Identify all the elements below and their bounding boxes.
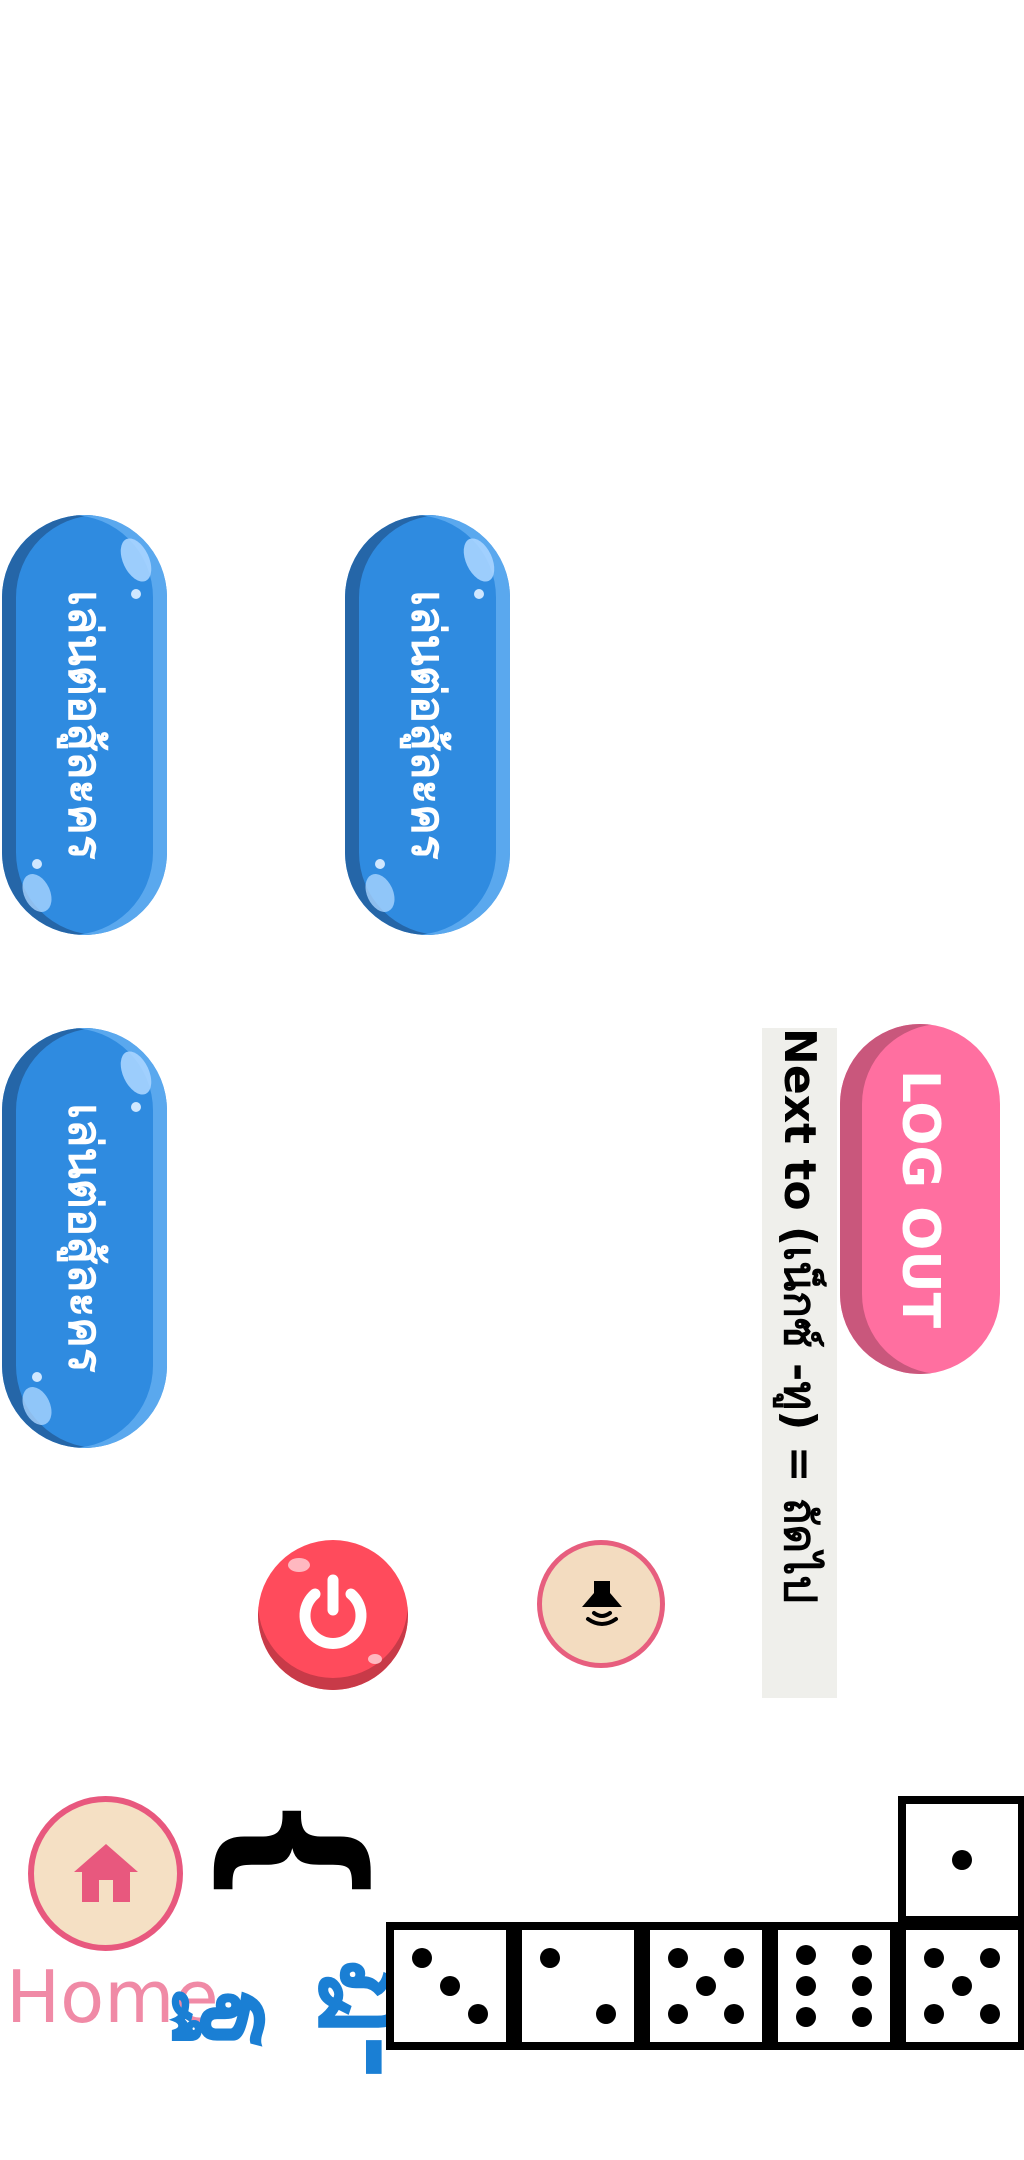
die-pip [596,2004,616,2024]
die-pip [924,2004,944,2024]
die-pip [468,2004,488,2024]
die-bottom-5 [898,1922,1024,2050]
sound-button[interactable] [537,1540,665,1668]
logout-label: LOG OUT [890,1069,950,1329]
home-label: Home [6,1955,219,2039]
thai-letters: ฎ-ฐ [176,1960,444,2080]
die-pip [852,1976,872,1996]
die-pip [412,1948,432,1968]
die-bottom-4 [770,1922,898,2050]
home-button[interactable] [28,1796,183,1951]
die-pip [924,1948,944,1968]
logout-button[interactable]: LOG OUT [840,1024,1000,1374]
instruction-text: Next to (เน็กซ์ -ทู) = ถัดไป [773,1028,825,1604]
speaker-icon [582,1581,622,1626]
die-pip [696,1976,716,1996]
die-pip [952,1850,972,1870]
menu-button-1[interactable]: เล่นต่อสู้ละคร [2,515,167,935]
menu-button-1-label: เล่นต่อสู้ละคร [58,590,112,860]
menu-button-3[interactable]: เล่นต่อสู้ละคร [2,1028,167,1448]
die-pip [852,1944,872,1965]
die-pip [724,1948,744,1968]
die-pip [668,2004,688,2024]
die-pip [440,1976,460,1996]
home-icon [74,1844,138,1902]
die-bottom-1 [386,1922,514,2050]
die-pip [980,2004,1000,2024]
die-pip [852,2007,872,2028]
die-pip [724,2004,744,2024]
die-pip [796,1976,816,1996]
power-button[interactable] [258,1540,408,1690]
menu-button-3-label: เล่นต่อสู้ละคร [58,1103,112,1373]
die-pip [952,1976,972,1996]
die-pip [980,1948,1000,1968]
die-bottom-3 [642,1922,770,2050]
die-bottom-2 [514,1922,642,2050]
die-top-1 [898,1796,1024,1924]
instruction-strip: Next to (เน็กซ์ -ทู) = ถัดไป [762,1028,837,1698]
die-pip [668,1948,688,1968]
die-pip [540,1948,560,1968]
power-icon [299,1574,367,1649]
menu-button-2-label: เล่นต่อสู้ละคร [401,590,455,860]
die-pip [796,2007,816,2028]
die-pip [796,1944,816,1965]
menu-button-2[interactable]: เล่นต่อสู้ละคร [345,515,510,935]
